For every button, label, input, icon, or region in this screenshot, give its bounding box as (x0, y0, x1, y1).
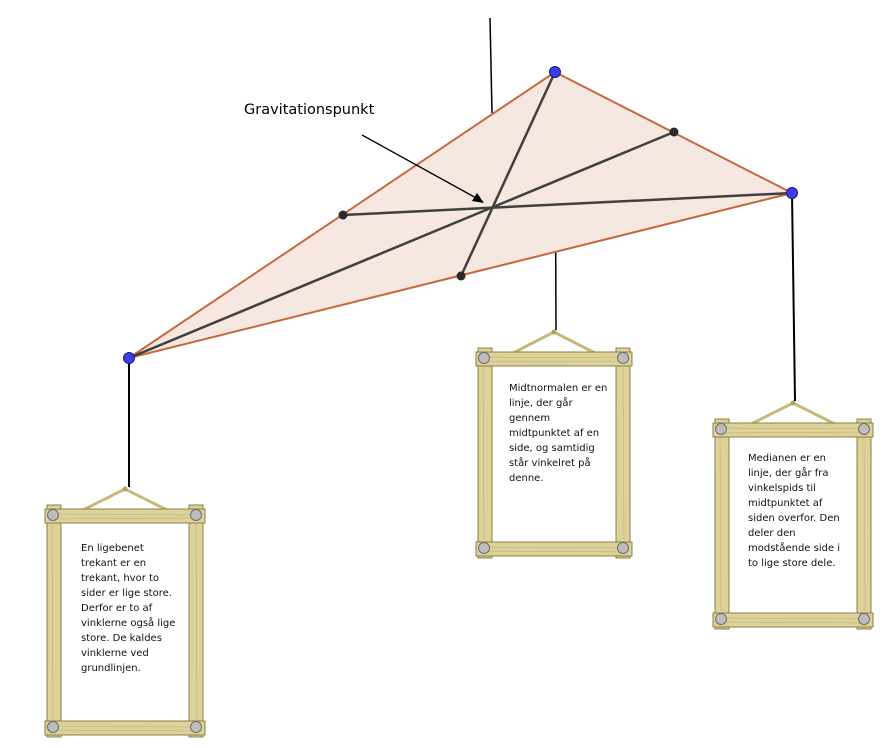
frame-plank-left (477, 347, 493, 559)
wood-grain (719, 436, 722, 612)
frame-text-line: side, og samtidig (509, 443, 595, 454)
frame-rope-nail (551, 329, 557, 335)
frame-text-line: trekant, hvor to (81, 573, 160, 584)
frame-text-line: linje, der går fra (748, 468, 829, 479)
frame-text-line: denne. (509, 473, 544, 484)
frame-board (60, 522, 190, 722)
wood-grain (716, 621, 870, 624)
string-right-vertex (791, 192, 796, 402)
annotation-arrow (361, 134, 479, 200)
frame-text-line: Derfor er to af (81, 603, 153, 614)
frame-plank-right (188, 504, 204, 738)
frame-board (728, 436, 858, 614)
frame-nail (858, 423, 870, 435)
midpoint-left-edge[interactable] (338, 210, 348, 220)
frame-text-line: vinkelspids til (748, 483, 816, 494)
frame-rope-nail (790, 400, 796, 406)
wood-grain (716, 431, 870, 434)
frame-text-line: trekant er en (81, 558, 147, 569)
frame-plank-top (44, 508, 206, 524)
frame-text-line: Medianen er en (748, 453, 826, 464)
top-hanging-string (489, 17, 493, 114)
frame-isosceles-text: En ligebenet trekant er en trekant, hvor… (81, 541, 175, 676)
frame-text-line: linje, der går (509, 398, 573, 409)
frame-nail (617, 352, 629, 364)
frame-text-line: Midtnormalen er en (509, 383, 608, 394)
frame-median-text: Medianen er en linje, der går fra vinkel… (748, 451, 840, 571)
frame-text-line: vinklerne også lige (81, 618, 176, 629)
annotation-arrowhead (472, 193, 484, 203)
frame-nail (47, 509, 59, 521)
frame-text-line: står vinkelret på (509, 458, 591, 469)
wood-grain (479, 546, 629, 549)
median-from-right (342, 191, 793, 217)
frame-text-line: vinklerne ved (81, 648, 149, 659)
wood-grain (479, 550, 629, 553)
frame-drawing (712, 400, 874, 630)
frame-plank-bottom (712, 612, 874, 628)
wood-grain (479, 356, 629, 359)
frame-plank-right (615, 347, 631, 559)
frame-text-line: gennem (509, 413, 551, 424)
centroid-label: Gravitationspunkt (244, 102, 375, 118)
frame-plank-top (475, 351, 633, 367)
wood-grain (863, 436, 866, 612)
frame-plank-bottom (44, 720, 206, 736)
frame-rope-nail (122, 486, 128, 492)
midpoint-base-edge[interactable] (456, 271, 466, 281)
frame-nail (190, 721, 202, 733)
frame-text-line: En ligebenet (81, 543, 144, 554)
median-from-left (128, 130, 675, 360)
frame-plank-left (714, 418, 730, 630)
triangle (128, 70, 795, 359)
wood-grain (622, 365, 625, 541)
frame-perpendicular-bisector: Midtnormalen er en linje, der går gennem… (475, 329, 633, 560)
wood-grain (479, 360, 629, 363)
wood-grain (48, 725, 202, 728)
frame-text-line: siden overfor. Den (748, 513, 840, 524)
vertex-right[interactable] (786, 187, 798, 199)
vertex-top[interactable] (549, 66, 561, 78)
wood-grain (51, 522, 54, 720)
frame-plank-left (46, 504, 62, 738)
frame-nail (617, 542, 629, 554)
frame-text-line: deler den (748, 528, 796, 539)
frame-plank-bottom (475, 541, 633, 557)
frame-nail (47, 721, 59, 733)
frame-text-line: grundlinjen. (81, 663, 141, 674)
frame-isosceles-triangle: En ligebenet trekant er en trekant, hvor… (44, 486, 206, 739)
wood-grain (48, 729, 202, 732)
frame-nail (190, 509, 202, 521)
frame-nail (478, 542, 490, 554)
frame-perpendicular-bisector-text: Midtnormalen er en linje, der går gennem… (509, 381, 607, 486)
midpoint-top-right-edge[interactable] (669, 127, 679, 137)
frame-drawing (44, 486, 206, 738)
wood-grain (195, 522, 198, 720)
frame-nail (715, 423, 727, 435)
frame-text-line: sider er lige store. (81, 588, 172, 599)
vertex-left[interactable] (123, 352, 135, 364)
frame-drawing (475, 329, 633, 559)
frame-text-line: modstående side i (748, 543, 841, 554)
wood-grain (482, 365, 485, 541)
wood-grain (48, 513, 202, 516)
wood-grain (48, 517, 202, 520)
frame-nail (858, 613, 870, 625)
frame-nail (478, 352, 490, 364)
frame-plank-top (712, 422, 874, 438)
median-from-top (459, 71, 557, 277)
frame-median: Medianen er en linje, der går fra vinkel… (712, 400, 874, 631)
frame-text-line: midtpunktet af en (509, 428, 600, 439)
frame-text-line: to lige store dele. (748, 558, 836, 569)
frame-text-line: store. De kaldes (81, 633, 162, 644)
frame-nail (715, 613, 727, 625)
wood-grain (716, 617, 870, 620)
frame-plank-right (856, 418, 872, 630)
frame-text-line: midtpunktet af (748, 498, 823, 509)
wood-grain (716, 427, 870, 430)
